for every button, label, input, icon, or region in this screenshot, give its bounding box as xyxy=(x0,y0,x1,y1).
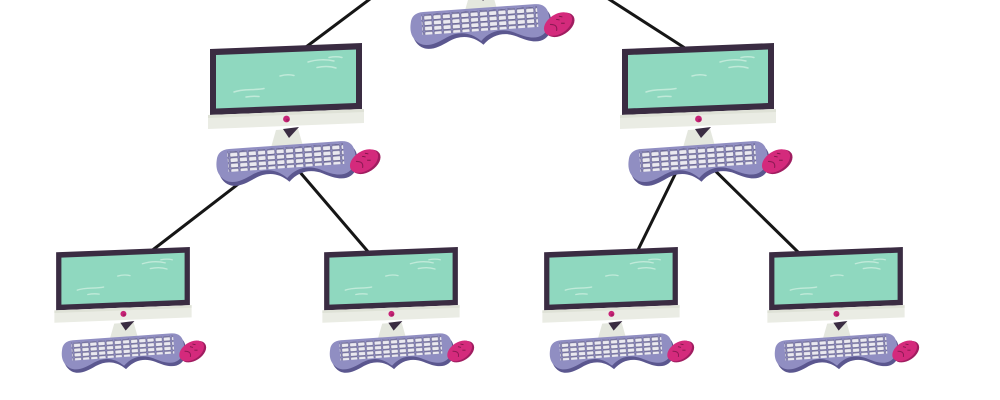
computer-node-mid-right xyxy=(620,43,797,187)
computer-node-mid-left xyxy=(208,43,385,187)
computer-node-leaf-4 xyxy=(767,247,923,374)
computer-node-leaf-2 xyxy=(322,247,478,374)
computer-node-root xyxy=(402,0,579,50)
computer-node-leaf-1 xyxy=(54,247,210,374)
edge-root-mid-right xyxy=(607,0,690,52)
edge-root-mid-left xyxy=(300,0,372,52)
nodes xyxy=(54,0,923,374)
computer-node-leaf-3 xyxy=(542,247,698,374)
